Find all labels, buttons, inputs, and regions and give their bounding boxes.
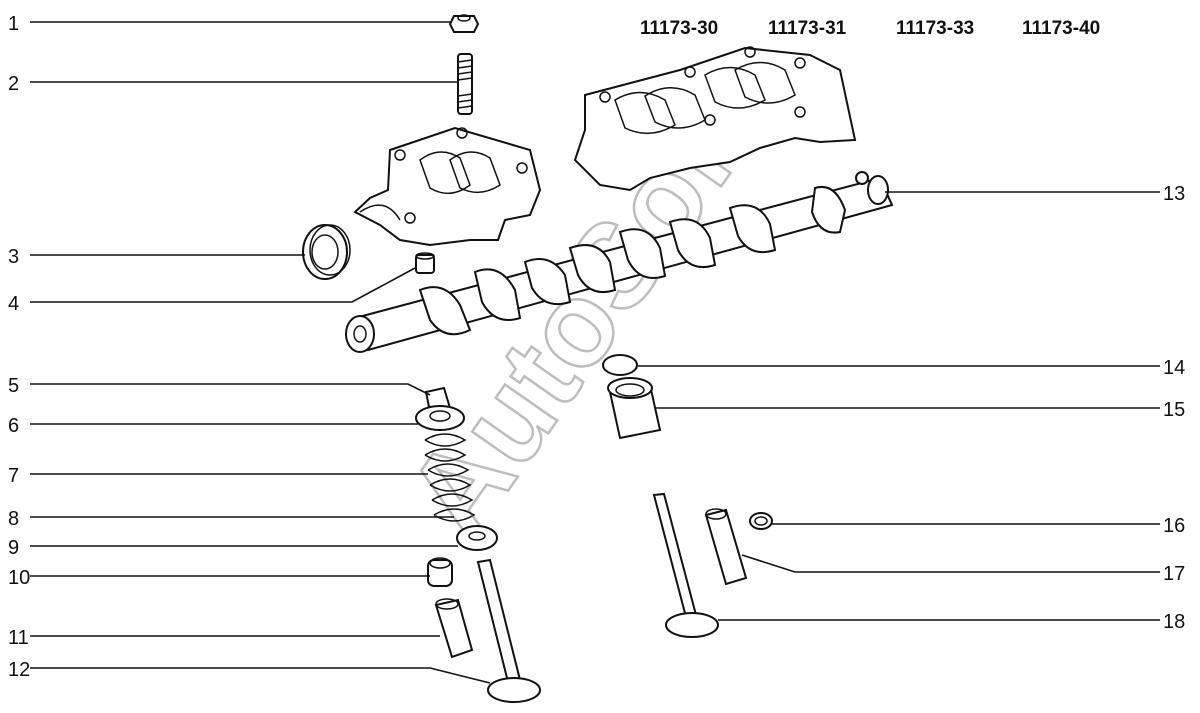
- callout-8: 8: [8, 508, 19, 530]
- callout-15: 15: [1163, 399, 1185, 421]
- part-valve-spring: [424, 433, 476, 522]
- callout-3: 3: [8, 246, 19, 268]
- part-camshaft: [345, 171, 894, 353]
- model-code-1: 11173-30: [640, 18, 718, 39]
- callout-5: 5: [8, 375, 19, 397]
- part-valve-guide-right: [704, 508, 748, 586]
- callout-7: 7: [8, 465, 19, 487]
- callout-18: 18: [1163, 611, 1185, 633]
- callout-2: 2: [8, 73, 19, 95]
- part-spring-seat: [456, 525, 498, 551]
- part-nut: [448, 14, 480, 33]
- part-valve-left: [476, 558, 541, 703]
- part-spring-retainer: [415, 405, 465, 431]
- part-tappet: [607, 377, 662, 440]
- part-valve-right: [652, 492, 719, 638]
- model-code-4: 11173-40: [1022, 18, 1100, 39]
- part-bushing: [415, 252, 435, 274]
- callout-6: 6: [8, 415, 19, 437]
- callout-1: 1: [8, 13, 19, 35]
- part-oil-seal: [302, 224, 351, 280]
- part-shim: [602, 354, 638, 376]
- part-valve-guide-left: [434, 598, 474, 659]
- part-stud: [457, 53, 473, 115]
- callout-16: 16: [1163, 515, 1185, 537]
- callout-14: 14: [1163, 357, 1185, 379]
- part-ring: [749, 512, 773, 530]
- callout-12: 12: [8, 659, 30, 681]
- model-code-3: 11173-33: [896, 18, 974, 39]
- part-bearing-housing-large: [573, 46, 857, 192]
- callout-17: 17: [1163, 563, 1185, 585]
- callout-9: 9: [8, 537, 19, 559]
- callout-10: 10: [8, 567, 30, 589]
- model-code-2: 11173-31: [768, 18, 847, 39]
- part-stem-seal: [427, 557, 453, 587]
- part-bearing-housing-small: [353, 126, 542, 247]
- leader-lines: [30, 21, 1160, 684]
- callout-11: 11: [8, 627, 29, 649]
- callout-4: 4: [8, 293, 19, 315]
- callout-13: 13: [1163, 183, 1185, 205]
